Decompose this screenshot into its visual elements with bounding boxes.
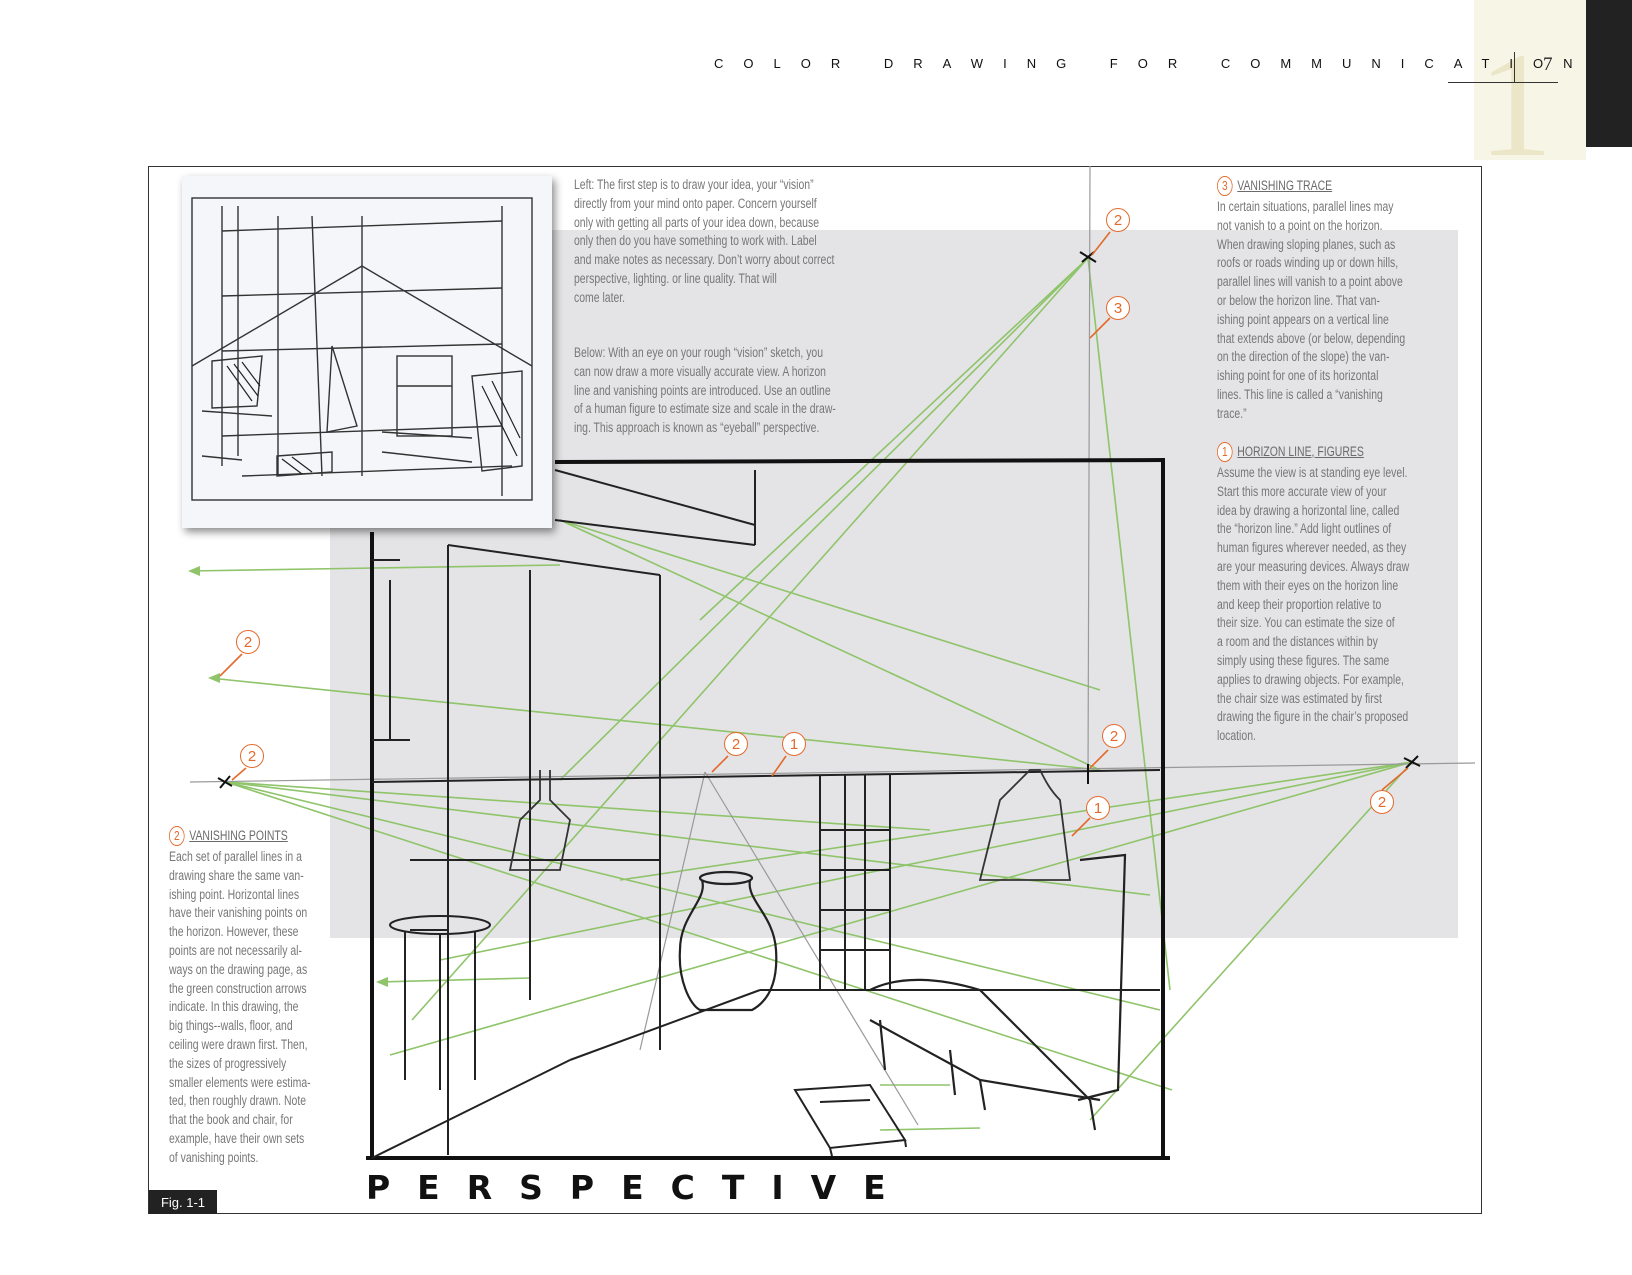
vanishing-points-heading: 2 VANISHING POINTS [169, 826, 345, 846]
callout-leaders [219, 231, 1409, 837]
callout-vanishing-point: 2 [1370, 790, 1394, 814]
chair-sketch [869, 853, 1127, 1131]
vanishing-points-body: Each set of parallel lines in a drawing … [169, 849, 311, 1165]
chapter-tab [1474, 0, 1586, 160]
rough-vision-sketch [182, 176, 552, 528]
number-badge: 2 [169, 826, 185, 846]
human-figure-sketches [508, 769, 1072, 881]
hatching [226, 361, 521, 475]
vanishing-points-caption: 2 VANISHING POINTS Each set of parallel … [169, 826, 345, 1168]
vanishing-trace-heading: 3 VANISHING TRACE [1217, 176, 1460, 196]
horizon-line-title: HORIZON LINE, FIGURES [1237, 443, 1364, 459]
vase-sketch [678, 870, 778, 1012]
vanishing-trace-title: VANISHING TRACE [1237, 177, 1333, 193]
left-intro-caption: Left: The first step is to draw your ide… [574, 176, 902, 308]
horizon-line [189, 165, 1476, 1126]
below-intro-caption: Below: With an eye on your rough “vision… [574, 344, 902, 438]
figure-label: Fig. 1-1 [149, 1190, 217, 1214]
rough-sketch-drawing [191, 197, 533, 501]
callout-vanishing-point: 2 [724, 732, 748, 756]
book-sketch [793, 1083, 907, 1157]
callout-vanishing-point: 2 [236, 630, 260, 654]
page-number: 7 [1543, 54, 1553, 75]
construction-lines [189, 257, 1413, 1131]
horizon-line-body: Assume the view is at standing eye level… [1217, 465, 1410, 744]
horizon-line-caption: 1 HORIZON LINE, FIGURES Assume the view … [1217, 442, 1460, 746]
room-outline [366, 458, 1170, 1160]
vanishing-point-marks [217, 251, 1421, 789]
left-intro-text: Left: The first step is to draw your ide… [574, 177, 835, 305]
vanishing-trace-caption: 3 VANISHING TRACE In certain situations,… [1217, 176, 1460, 424]
chapter-edge-tab [1586, 0, 1632, 147]
construction-arrowheads [188, 566, 388, 987]
callout-vanishing-trace: 3 [1106, 296, 1130, 320]
number-badge: 1 [1217, 442, 1233, 462]
callout-vanishing-point: 2 [240, 744, 264, 768]
vanishing-trace-body: In certain situations, parallel lines ma… [1217, 199, 1406, 421]
side-table-sketch [389, 915, 491, 1090]
vanishing-points-title: VANISHING POINTS [189, 827, 288, 843]
running-header-title: COLOR DRAWING FOR COMMUNICATION [714, 56, 1593, 71]
figure-title: PERSPECTIVE [366, 1168, 913, 1207]
below-intro-text: Below: With an eye on your rough “vision… [574, 345, 836, 436]
number-badge: 3 [1217, 176, 1233, 196]
header-rule [1448, 82, 1558, 83]
header-divider [1514, 52, 1515, 82]
callout-horizon-line: 1 [1086, 796, 1110, 820]
horizon-line-heading: 1 HORIZON LINE, FIGURES [1217, 442, 1460, 462]
callout-vanishing-point: 2 [1102, 724, 1126, 748]
callout-vanishing-point: 2 [1106, 208, 1130, 232]
chapter-number: 1 [1478, 22, 1553, 188]
callout-horizon-line: 1 [782, 732, 806, 756]
